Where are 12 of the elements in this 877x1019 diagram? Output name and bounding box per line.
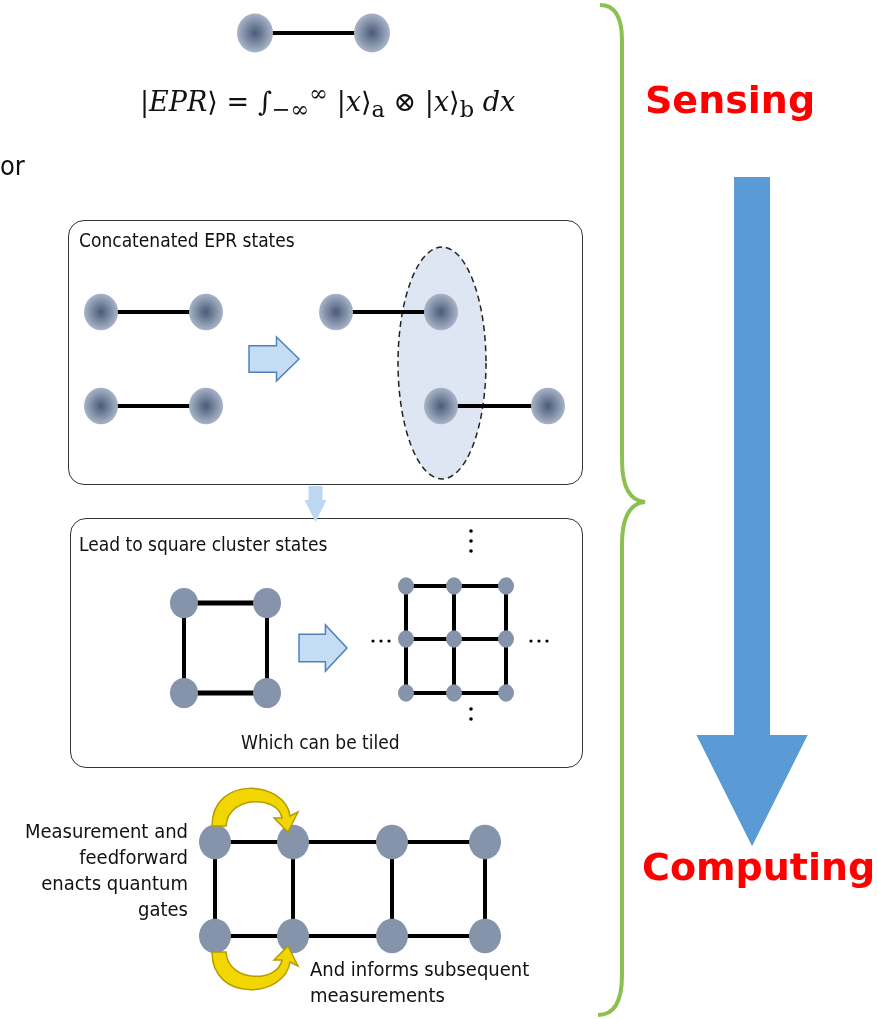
annotation: Measurement and feedforward enacts quantum gates — [23, 818, 188, 922]
box-caption: Which can be tiled — [241, 731, 400, 753]
text-fragment: or — [0, 150, 25, 181]
block-arrow — [696, 177, 808, 847]
stage-label: Sensing — [645, 78, 816, 122]
annotation: And informs subsequent measurements — [310, 956, 531, 1008]
box-title: Lead to square cluster states — [79, 533, 328, 555]
stage-label: Computing — [642, 845, 876, 889]
equation: |EPR⟩ = ∫$_{−∞}$$^{∞}$ |x⟩$_{a}$ ⊗ |x⟩$_{b}$ dx — [140, 80, 516, 123]
block-arrow — [304, 486, 327, 522]
rounded-panel — [70, 518, 583, 768]
box-title: Concatenated EPR states — [79, 229, 295, 251]
